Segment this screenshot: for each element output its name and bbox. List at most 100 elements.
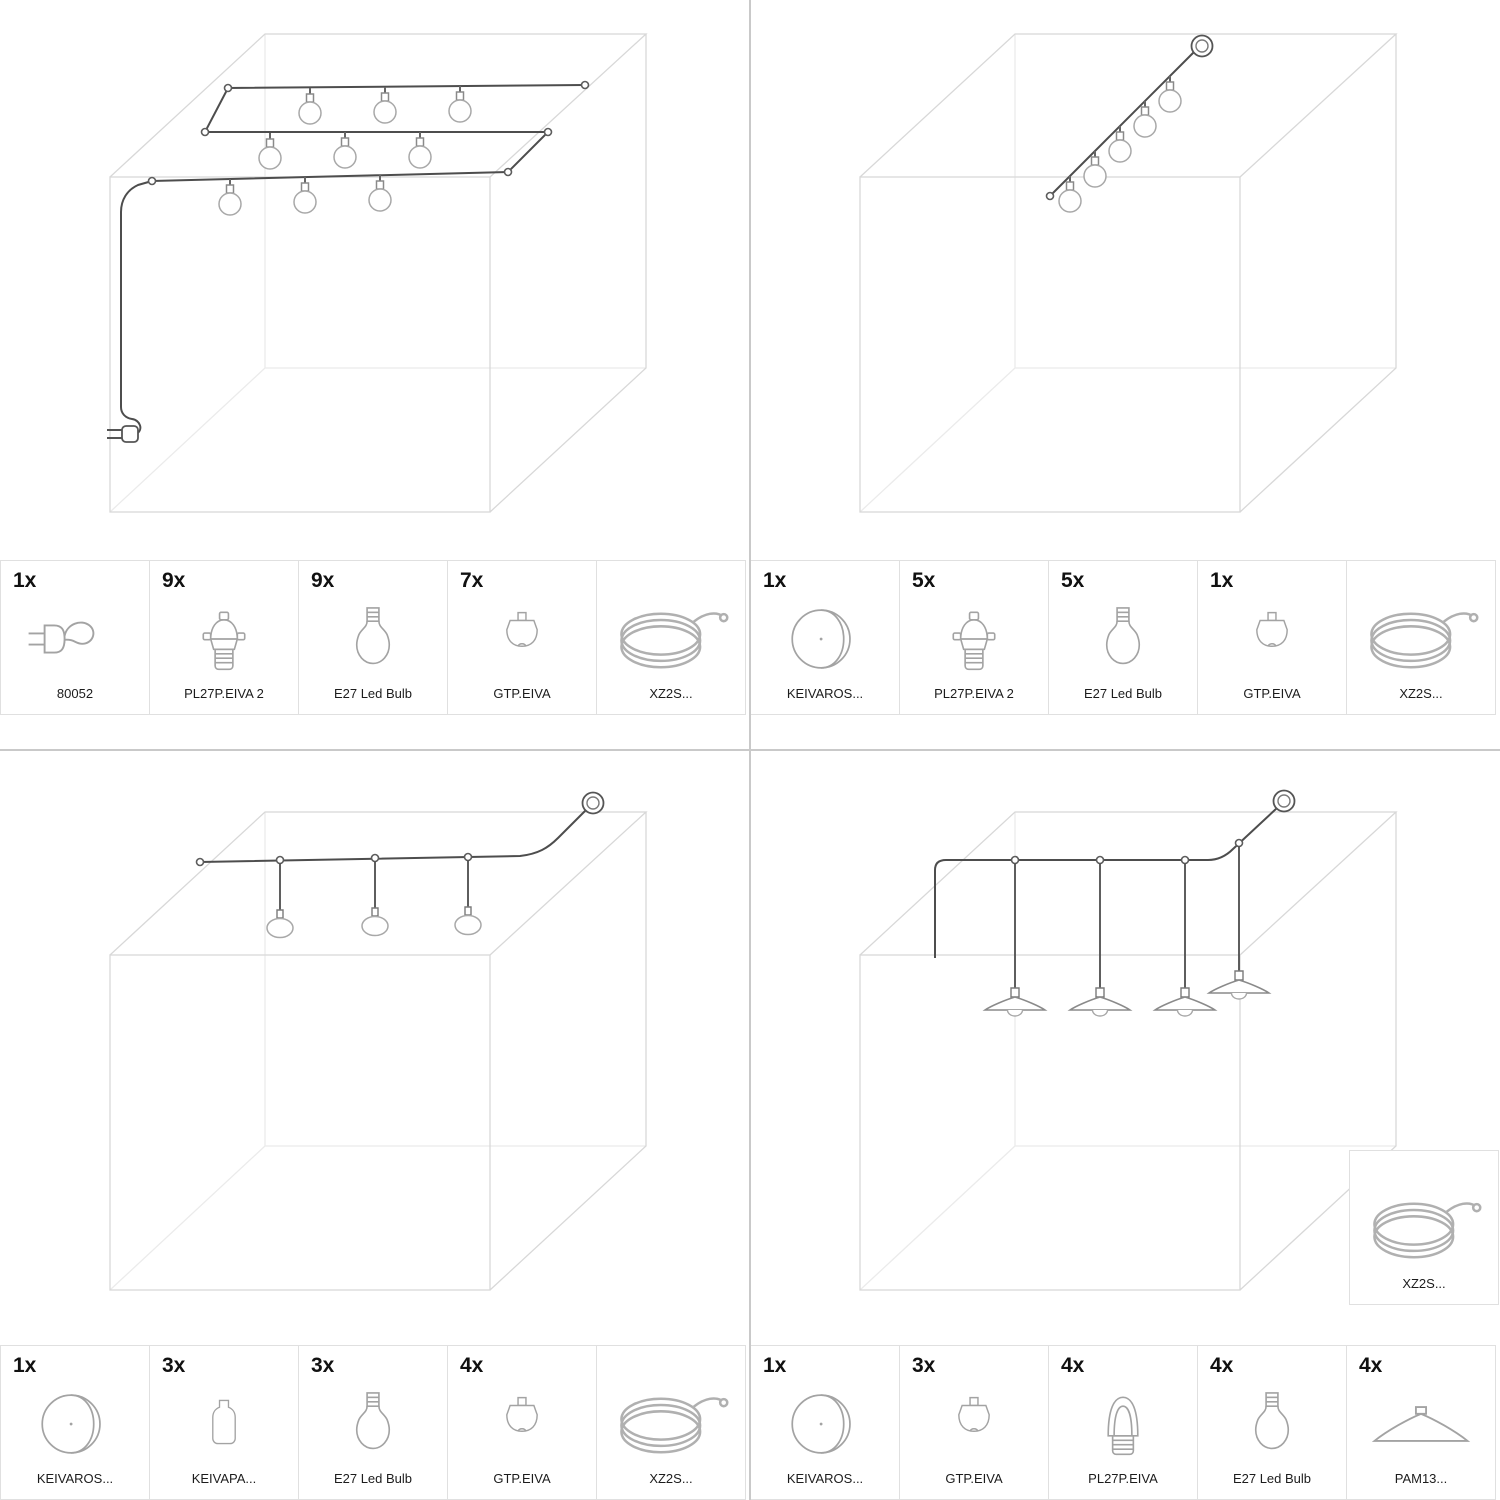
- part-label: KEIVAROS...: [36, 1471, 114, 1486]
- wall-plug: [106, 425, 139, 443]
- bulb-icon: [1254, 1391, 1290, 1449]
- part-cell: 9x PL27P.EIVA 2: [149, 560, 299, 715]
- part-cell-extra: XZ2S...: [1349, 1150, 1499, 1305]
- part-label: E27 Led Bulb: [1083, 686, 1163, 701]
- diagram-four-shade-pendants: [859, 789, 1397, 1291]
- ceiling-rose-icon: [791, 1393, 851, 1454]
- quadrant-three-pendants-kit: 1x KEIVAROS... 3x KEIVAPA... 3x E27 Led …: [0, 750, 750, 1500]
- part-label: PL27P.EIVA: [1088, 1471, 1158, 1486]
- part-qty: [597, 1346, 609, 1376]
- lamp-holder-icon: [952, 611, 996, 670]
- part-label: PL27P.EIVA 2: [934, 686, 1014, 701]
- bulb-icon: [355, 606, 391, 664]
- part-label: KEIVAROS...: [786, 686, 864, 701]
- part-qty: 1x: [13, 1354, 37, 1377]
- part-qty: 9x: [162, 569, 186, 592]
- part-qty: 1x: [13, 569, 37, 592]
- ceiling-rose-ring: [1272, 789, 1296, 813]
- ceiling-rose-icon: [41, 1393, 101, 1454]
- part-qty: 9x: [311, 569, 335, 592]
- part-label: KEIVAPA...: [191, 1471, 257, 1486]
- part-label: GTP.EIVA: [945, 1471, 1003, 1486]
- cube-wireframe: [859, 33, 1397, 513]
- part-qty: 1x: [763, 569, 787, 592]
- part-qty: 1x: [1210, 569, 1234, 592]
- parts-strip: 1x KEIVAROS... 5x PL27P.EIVA 2 5x E27 Le…: [750, 560, 1500, 715]
- cable-gland-icon: [1256, 611, 1288, 647]
- parts-strip: 1x 80052 9x PL27P.EIVA 2 9x E27 Led Bulb…: [0, 560, 750, 715]
- part-label: XZ2S...: [1399, 686, 1443, 701]
- bulb-icon: [1105, 606, 1141, 664]
- part-cell: 1x KEIVAROS...: [750, 560, 900, 715]
- flat-shade-icon: [1373, 1405, 1469, 1442]
- part-label: GTP.EIVA: [493, 1471, 551, 1486]
- part-qty: 3x: [311, 1354, 335, 1377]
- diagram-three-pendants: [109, 791, 647, 1291]
- pendant-lights: [267, 854, 481, 938]
- part-label: XZ2S...: [649, 686, 693, 701]
- part-label: PL27P.EIVA 2: [184, 686, 264, 701]
- part-qty: [1350, 1151, 1362, 1181]
- part-qty: 3x: [162, 1354, 186, 1377]
- part-qty: 1x: [763, 1354, 787, 1377]
- part-label: KEIVAROS...: [786, 1471, 864, 1486]
- part-cell: 1x KEIVAROS...: [750, 1345, 900, 1500]
- string-light-cable: [199, 809, 587, 863]
- part-cell: 4x E27 Led Bulb: [1197, 1345, 1347, 1500]
- part-label: E27 Led Bulb: [1232, 1471, 1312, 1486]
- bulb-icon: [355, 1391, 391, 1449]
- quadrant-four-shade-pendants-kit: XZ2S... 1x KEIVAROS... 3x GTP.EIVA 4x PL…: [750, 750, 1500, 1500]
- parts-strip: 1x KEIVAROS... 3x GTP.EIVA 4x PL27P.EIVA…: [750, 1345, 1500, 1500]
- string-light-cable: [1049, 51, 1195, 197]
- part-cell: 4x PAM13...: [1346, 1345, 1496, 1500]
- part-qty: 7x: [460, 569, 484, 592]
- part-label: 80052: [56, 686, 94, 701]
- part-cell: XZ2S...: [596, 1345, 746, 1500]
- part-cell: 1x KEIVAROS...: [0, 1345, 150, 1500]
- part-qty: [1347, 561, 1359, 591]
- part-label: GTP.EIVA: [1243, 686, 1301, 701]
- part-cell: 4x PL27P.EIVA: [1048, 1345, 1198, 1500]
- part-qty: 5x: [912, 569, 936, 592]
- part-cell: 5x E27 Led Bulb: [1048, 560, 1198, 715]
- quadrant-diagonal-kit: 1x KEIVAROS... 5x PL27P.EIVA 2 5x E27 Le…: [750, 0, 1500, 750]
- part-qty: 3x: [912, 1354, 936, 1377]
- part-qty: 4x: [1061, 1354, 1085, 1377]
- part-cell: XZ2S...: [1346, 560, 1496, 715]
- string-bulbs: [1058, 75, 1182, 213]
- part-label: E27 Led Bulb: [333, 686, 413, 701]
- part-label: GTP.EIVA: [493, 686, 551, 701]
- part-cell: 1x GTP.EIVA: [1197, 560, 1347, 715]
- string-light-cable: [934, 807, 1278, 958]
- part-label: PAM13...: [1394, 1471, 1448, 1486]
- cube-wireframe: [109, 811, 647, 1291]
- ceiling-rose-ring: [581, 791, 605, 815]
- cable-coil-icon: [620, 612, 729, 669]
- lamp-holder-arch-icon: [1107, 1396, 1139, 1455]
- ceiling-rose-ring: [1190, 34, 1214, 58]
- string-light-cable: [120, 84, 586, 435]
- cable-coil-icon: [1373, 1202, 1482, 1259]
- holder-cover-icon: [212, 1399, 236, 1444]
- part-label: XZ2S...: [1402, 1276, 1446, 1291]
- part-qty: [597, 561, 609, 591]
- quadrant-serpentine-kit: 1x 80052 9x PL27P.EIVA 2 9x E27 Led Bulb…: [0, 0, 750, 750]
- parts-strip: 1x KEIVAROS... 3x KEIVAPA... 3x E27 Led …: [0, 1345, 750, 1500]
- cable-anchor-loop: [1045, 191, 1055, 201]
- cable-coil-icon: [1370, 612, 1479, 669]
- part-cell: 4x GTP.EIVA: [447, 1345, 597, 1500]
- part-qty: 4x: [460, 1354, 484, 1377]
- diagram-diagonal-string: [859, 33, 1397, 513]
- quadrant-divider-horizontal: [0, 749, 1500, 751]
- part-qty: 4x: [1359, 1354, 1383, 1377]
- part-qty: 4x: [1210, 1354, 1234, 1377]
- part-qty: 5x: [1061, 569, 1085, 592]
- cable-coil-icon: [620, 1397, 729, 1454]
- cube-wireframe: [859, 811, 1397, 1291]
- part-cell: 3x E27 Led Bulb: [298, 1345, 448, 1500]
- part-cell: 5x PL27P.EIVA 2: [899, 560, 1049, 715]
- pendant-lights: [985, 840, 1269, 1017]
- lamp-holder-icon: [202, 611, 246, 670]
- part-cell: 3x GTP.EIVA: [899, 1345, 1049, 1500]
